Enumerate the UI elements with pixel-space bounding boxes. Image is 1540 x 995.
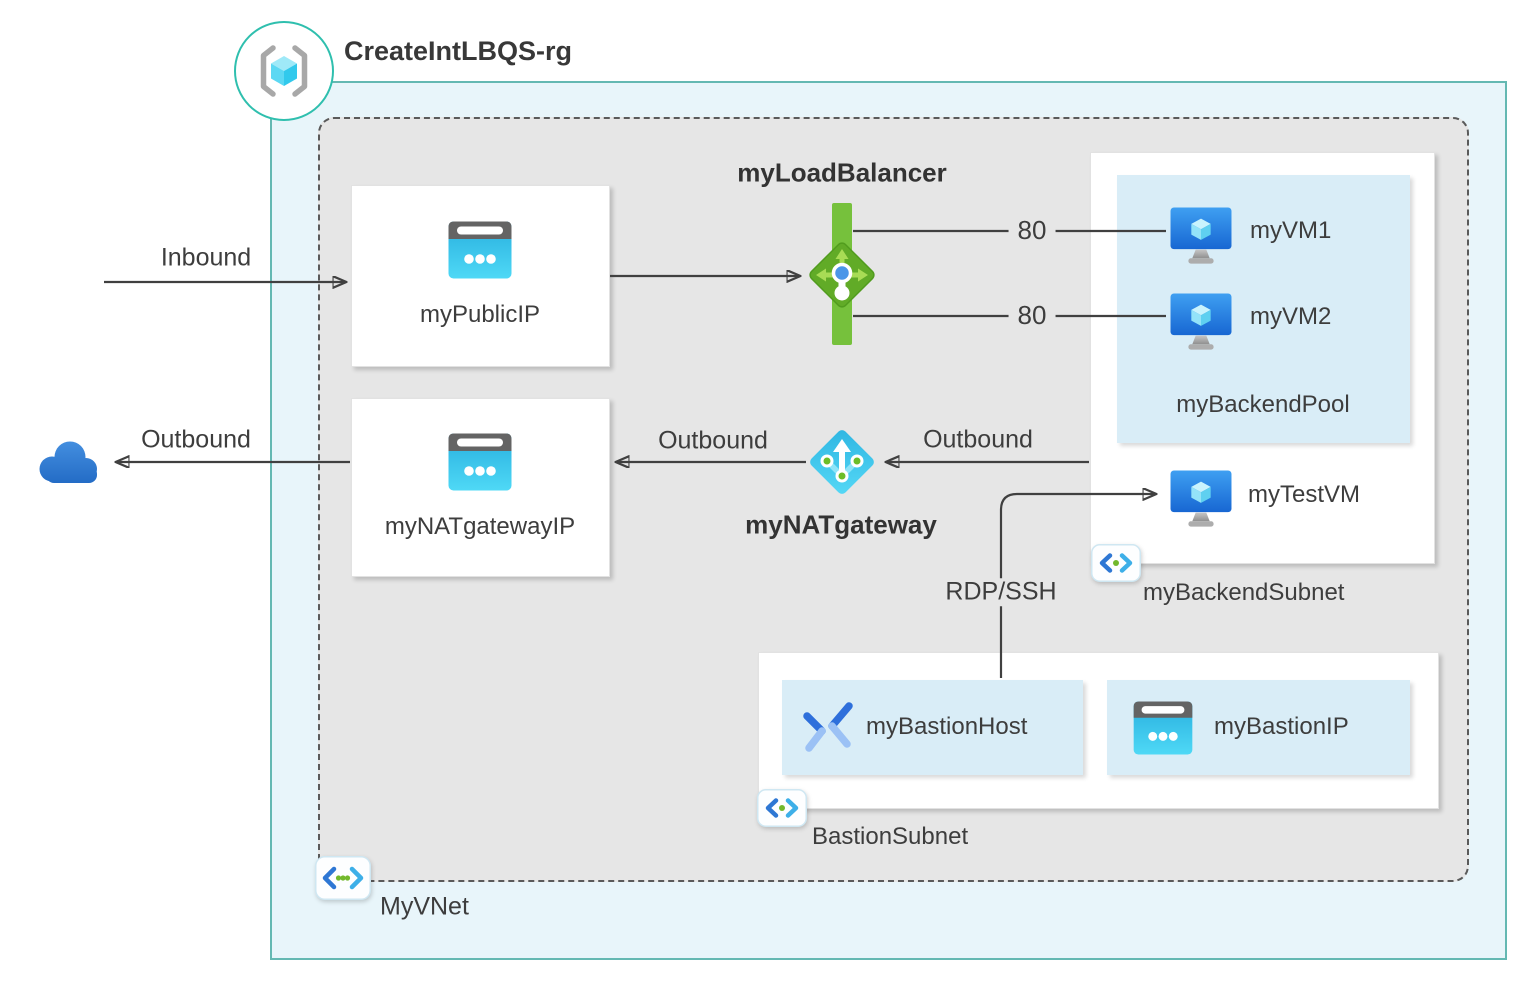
- port-80-bottom-label: 80: [1008, 300, 1056, 331]
- backend-subnet-icon: [1091, 544, 1141, 582]
- vm2-icon: [1170, 293, 1232, 350]
- rdp-ssh-label: RDP/SSH: [937, 578, 1065, 606]
- public-ip-icon: [448, 221, 512, 279]
- nat-gateway-label: myNATgateway: [745, 509, 937, 540]
- vm1-icon: [1170, 207, 1232, 264]
- load-balancer-icon: [809, 203, 875, 345]
- bastion-host-label: myBastionHost: [866, 712, 1028, 740]
- bastion-ip-label: myBastionIP: [1214, 712, 1349, 740]
- vm1-label: myVM1: [1250, 216, 1332, 244]
- vnet-label: MyVNet: [380, 892, 469, 921]
- test-vm-label: myTestVM: [1248, 480, 1361, 508]
- outbound-internet-label: Outbound: [141, 425, 251, 454]
- outbound-to-nat-label: Outbound: [915, 426, 1041, 454]
- internet-cloud-icon: [39, 441, 97, 483]
- bastion-icon: [803, 702, 853, 752]
- bastion-subnet-icon: [757, 789, 807, 827]
- backend-subnet-label: myBackendSubnet: [1143, 578, 1345, 606]
- load-balancer-label: myLoadBalancer: [737, 157, 947, 188]
- inbound-label: Inbound: [160, 243, 252, 272]
- public-ip-label: myPublicIP: [419, 300, 541, 328]
- outbound-from-nat-label: Outbound: [650, 427, 776, 455]
- test-vm-icon: [1170, 470, 1232, 527]
- bastion-ip-icon: [1133, 701, 1193, 755]
- nat-gateway-ip-label: myNATgatewayIP: [384, 512, 576, 540]
- port-80-top-label: 80: [1008, 215, 1056, 246]
- backend-pool-box: [1117, 175, 1410, 443]
- backend-pool-label: myBackendPool: [1176, 390, 1350, 418]
- vnet-icon: [315, 856, 371, 900]
- page-title: CreateIntLBQS-rg: [344, 36, 573, 66]
- nat-gateway-ip-icon: [448, 433, 512, 491]
- nat-gateway-icon: [810, 430, 874, 494]
- resource-group-badge: [234, 21, 334, 121]
- resource-group-icon: [260, 45, 308, 97]
- vm2-label: myVM2: [1250, 302, 1332, 330]
- bastion-subnet-label: BastionSubnet: [812, 822, 969, 850]
